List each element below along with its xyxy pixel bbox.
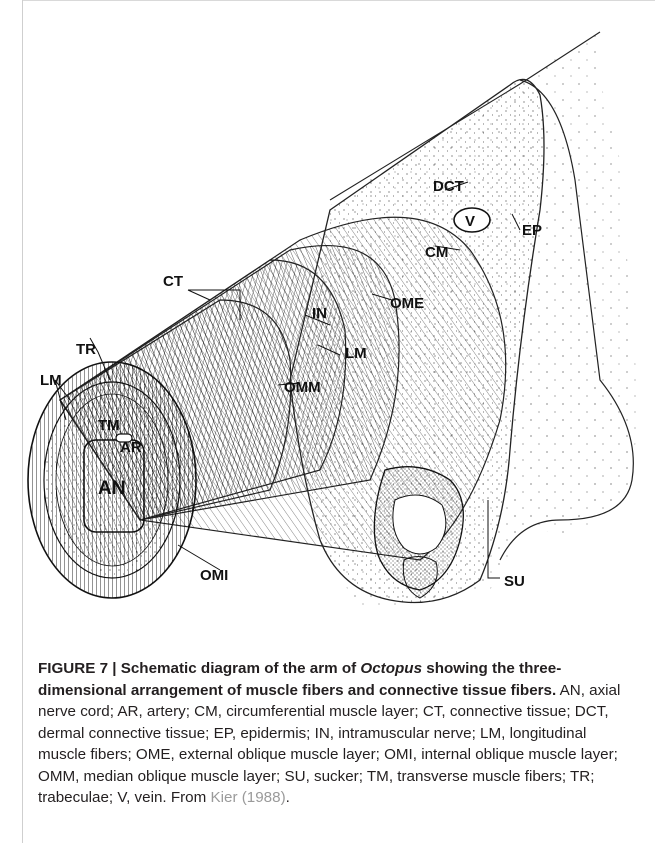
label-dct: DCT bbox=[433, 178, 464, 195]
label-ep: EP bbox=[522, 222, 542, 239]
label-tr: TR bbox=[76, 341, 96, 358]
figure-caption: FIGURE 7 | Schematic diagram of the arm … bbox=[38, 658, 638, 809]
label-su: SU bbox=[504, 573, 525, 590]
label-ome: OME bbox=[390, 295, 424, 312]
caption-citation-link[interactable]: Kier (1988) bbox=[211, 789, 286, 806]
label-v: V bbox=[465, 213, 475, 230]
octopus-arm-diagram: DCT V EP CM CT OME IN LM TR LM OMM TM AR… bbox=[0, 0, 655, 650]
label-ct: CT bbox=[163, 273, 183, 290]
caption-head-prefix: FIGURE 7 | Schematic diagram of the arm … bbox=[38, 660, 360, 677]
label-an: AN bbox=[98, 478, 125, 499]
label-in: IN bbox=[312, 305, 327, 322]
caption-genus: Octopus bbox=[360, 660, 422, 677]
label-lm-inner: LM bbox=[345, 345, 367, 362]
label-lm-outer: LM bbox=[40, 372, 62, 389]
caption-body: AN, axial nerve cord; AR, artery; CM, ci… bbox=[38, 682, 620, 807]
label-omm: OMM bbox=[284, 379, 321, 396]
label-tm: TM bbox=[98, 417, 120, 434]
label-omi: OMI bbox=[200, 567, 228, 584]
label-cm: CM bbox=[425, 244, 448, 261]
label-ar: AR bbox=[120, 439, 142, 456]
caption-end: . bbox=[286, 789, 290, 806]
caption-heading: FIGURE 7 | Schematic diagram of the arm … bbox=[38, 660, 561, 699]
